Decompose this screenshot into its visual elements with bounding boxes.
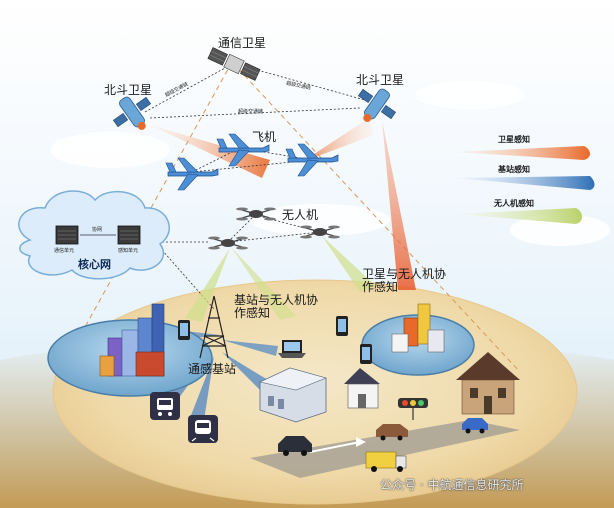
aircraft-icon-3 [285, 143, 339, 177]
beam-uav-mid [232, 248, 296, 320]
uav-links [161, 214, 321, 311]
comm-unit-server [55, 225, 79, 245]
legend-beams [455, 146, 595, 224]
car-icon-black [278, 436, 312, 456]
comm-satellite-icon [207, 47, 261, 81]
uav-label: 无人机 [282, 208, 319, 222]
sensing-unit-label: 感知单元 [118, 248, 139, 254]
beam-bs-2 [190, 356, 214, 420]
beidou-left-label: 北斗卫星 [104, 83, 153, 97]
beidou-satellite-right-icon [357, 88, 397, 122]
phone-icon-1 [178, 320, 190, 340]
road-arrow-head [356, 437, 366, 447]
sat-uav-coop-label: 卫星与无人机协作感知 [362, 267, 447, 294]
core-cable-label: 协网 [92, 227, 103, 233]
beam-bs-3 [222, 352, 268, 392]
road-arrow [309, 441, 361, 453]
bus-sign-icon [150, 392, 180, 420]
base-station-tower-icon [199, 295, 229, 359]
aircraft-icon-2 [216, 133, 270, 167]
beam-sat-left [150, 125, 270, 178]
comm-unit-label: 通信单元 [54, 248, 75, 254]
city-buildings-icon [99, 303, 165, 377]
link-bottom-label: 超级交通链 [238, 109, 264, 115]
coverage-lines [59, 61, 521, 373]
background-clouds [50, 81, 610, 246]
legend-satellite-label: 卫星感知 [498, 135, 530, 144]
house-icon [344, 368, 380, 409]
base-station-label: 通感基站 [188, 362, 237, 376]
phone-icon-3 [360, 344, 372, 364]
aircraft-label: 飞机 [252, 130, 277, 144]
bs-uav-coop-label: 基站与无人机协作感知 [234, 293, 319, 320]
legend-beam-basestation [455, 176, 595, 190]
factory-icon [259, 367, 327, 423]
metro-sign-icon [188, 415, 218, 443]
satellite-links [144, 67, 366, 119]
beam-sat-right-ground [382, 120, 416, 290]
phone-icon-2 [336, 316, 348, 336]
car-icon-blue [462, 418, 488, 434]
uav-icon-1 [236, 207, 276, 221]
traffic-light-icon [398, 398, 428, 420]
uav-icon-3 [300, 225, 340, 239]
watermark: 公众号 · 中航通信息研究所 [380, 478, 524, 492]
villa-icon [456, 352, 520, 415]
beidou-right-label: 北斗卫星 [356, 73, 405, 87]
truck-icon [365, 451, 407, 472]
legend-beam-uav [455, 208, 582, 224]
beam-bs-4 [222, 340, 278, 356]
island-buildings-icon [391, 303, 445, 353]
legend-uav-label: 无人机感知 [494, 199, 534, 208]
laptop-icon [278, 340, 306, 358]
uav-icon-2 [208, 236, 248, 250]
beam-sat-right-aircraft [302, 118, 374, 162]
core-network-label: 核心网 [78, 258, 111, 271]
road [250, 420, 520, 478]
beam-uav-right [322, 236, 376, 292]
aircraft-icon-1 [165, 157, 219, 191]
beam-uav-left [185, 248, 230, 322]
comm-satellite-label: 通信卫星 [218, 36, 267, 50]
legend-basestation-label: 基站感知 [498, 165, 530, 174]
legend-beam-satellite [455, 146, 590, 160]
car-icon-brown [376, 424, 408, 441]
sensing-unit-server [117, 225, 141, 245]
beidou-satellite-left-icon [112, 96, 152, 130]
